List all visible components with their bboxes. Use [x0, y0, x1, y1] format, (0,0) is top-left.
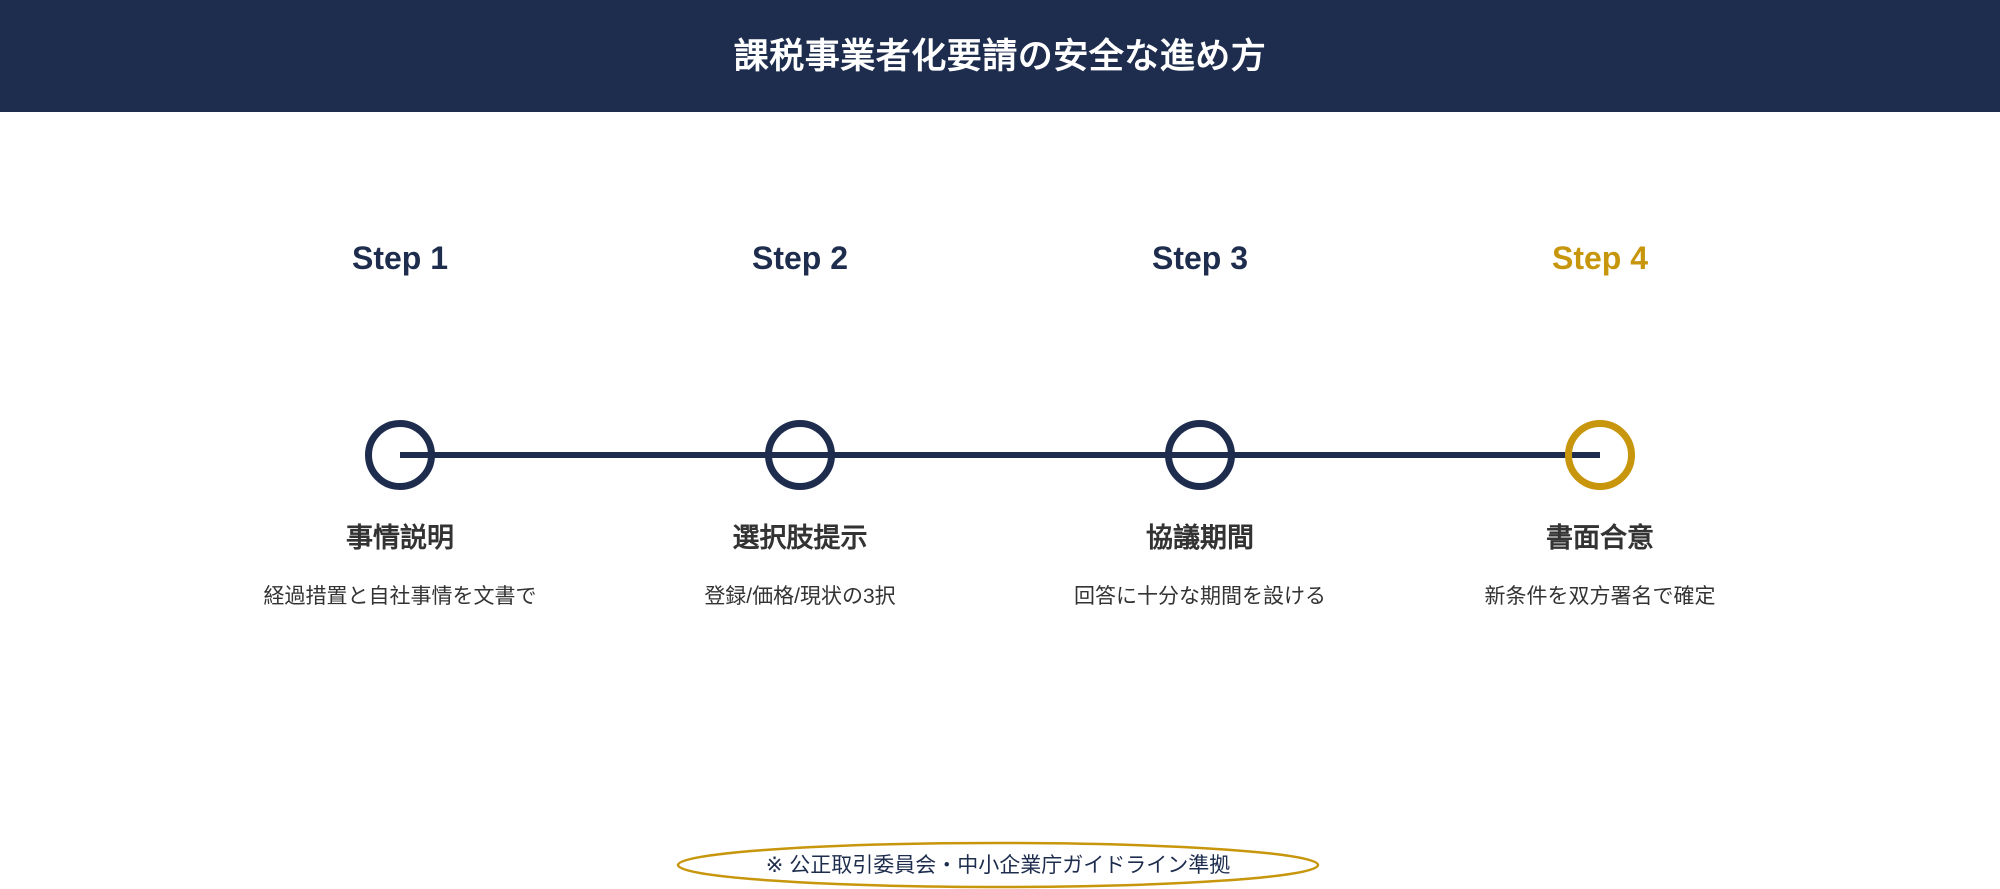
timeline-connector-line — [400, 452, 1600, 458]
step-label: Step 3 — [1151, 240, 1249, 276]
circle-outline-icon — [1165, 420, 1235, 490]
step-title: 協議期間 — [1146, 523, 1254, 553]
step-label: Step 2 — [751, 240, 849, 276]
step-label: Step 4 — [1551, 240, 1649, 276]
step-title: 事情説明 — [346, 523, 454, 553]
footnote-callout: ※ 公正取引委員会・中小企業庁ガイドライン準拠 — [676, 841, 1320, 889]
step-title: 選択肢提示 — [732, 523, 868, 553]
circle-outline-icon — [365, 420, 435, 490]
circle-outline-icon — [765, 420, 835, 490]
step-description: 新条件を双方署名で確定 — [1484, 585, 1716, 608]
step-description: 回答に十分な期間を設ける — [1074, 585, 1326, 608]
timeline-diagram: Step 1 事情説明 経過措置と自社事情を文書で Step 2 選択肢提示 登… — [0, 112, 2000, 889]
step-description: 経過措置と自社事情を文書で — [263, 585, 537, 608]
footnote-text: ※ 公正取引委員会・中小企業庁ガイドライン準拠 — [765, 853, 1231, 877]
header-band: 課税事業者化要請の安全な進め方 — [0, 0, 2000, 112]
step-title: 書面合意 — [1546, 523, 1654, 553]
step-label: Step 1 — [351, 240, 449, 276]
circle-outline-icon — [1565, 420, 1635, 490]
step-description: 登録/価格/現状の3択 — [704, 585, 896, 608]
page-title: 課税事業者化要請の安全な進め方 — [733, 36, 1267, 76]
